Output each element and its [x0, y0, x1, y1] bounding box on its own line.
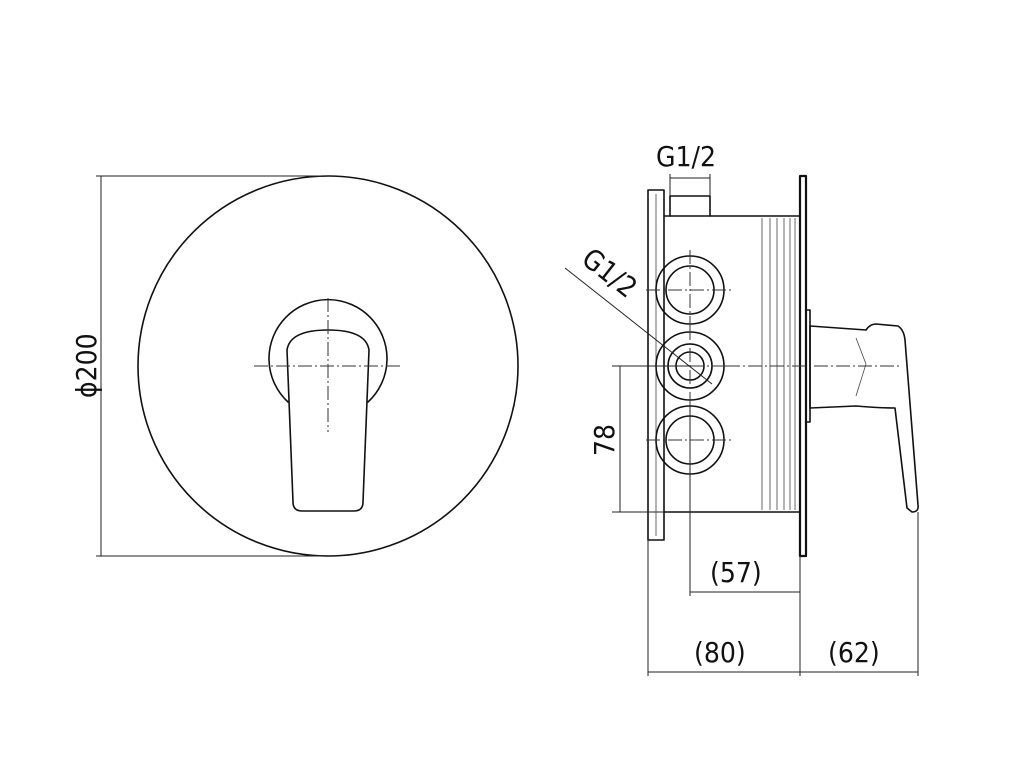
- mounting-flange: [647, 189, 665, 541]
- box-body: [663, 215, 801, 513]
- port-top: [646, 250, 734, 330]
- diameter-label: ϕ200: [70, 333, 103, 398]
- side-lever-handle: [809, 323, 919, 513]
- body-depth-label: (57): [710, 556, 762, 589]
- side-view: G1/2 G1/2 78 (57) (80) (62): [564, 140, 919, 676]
- thread-side-leader: [564, 267, 713, 385]
- front-view: ϕ200: [70, 175, 519, 557]
- box-ribs: [761, 218, 796, 510]
- thread-side-label: G1/2: [576, 242, 644, 305]
- thread-top-label: G1/2: [656, 140, 716, 173]
- lever-handle: [286, 329, 370, 512]
- cover-plate-edge: [798, 174, 808, 558]
- handle-projection-label: (62): [828, 636, 880, 669]
- port-spacing-label: 78: [588, 424, 621, 456]
- box-depth-label: (80): [694, 636, 746, 669]
- cover-plate-circle: [137, 175, 519, 557]
- top-inlet-port: [669, 195, 711, 217]
